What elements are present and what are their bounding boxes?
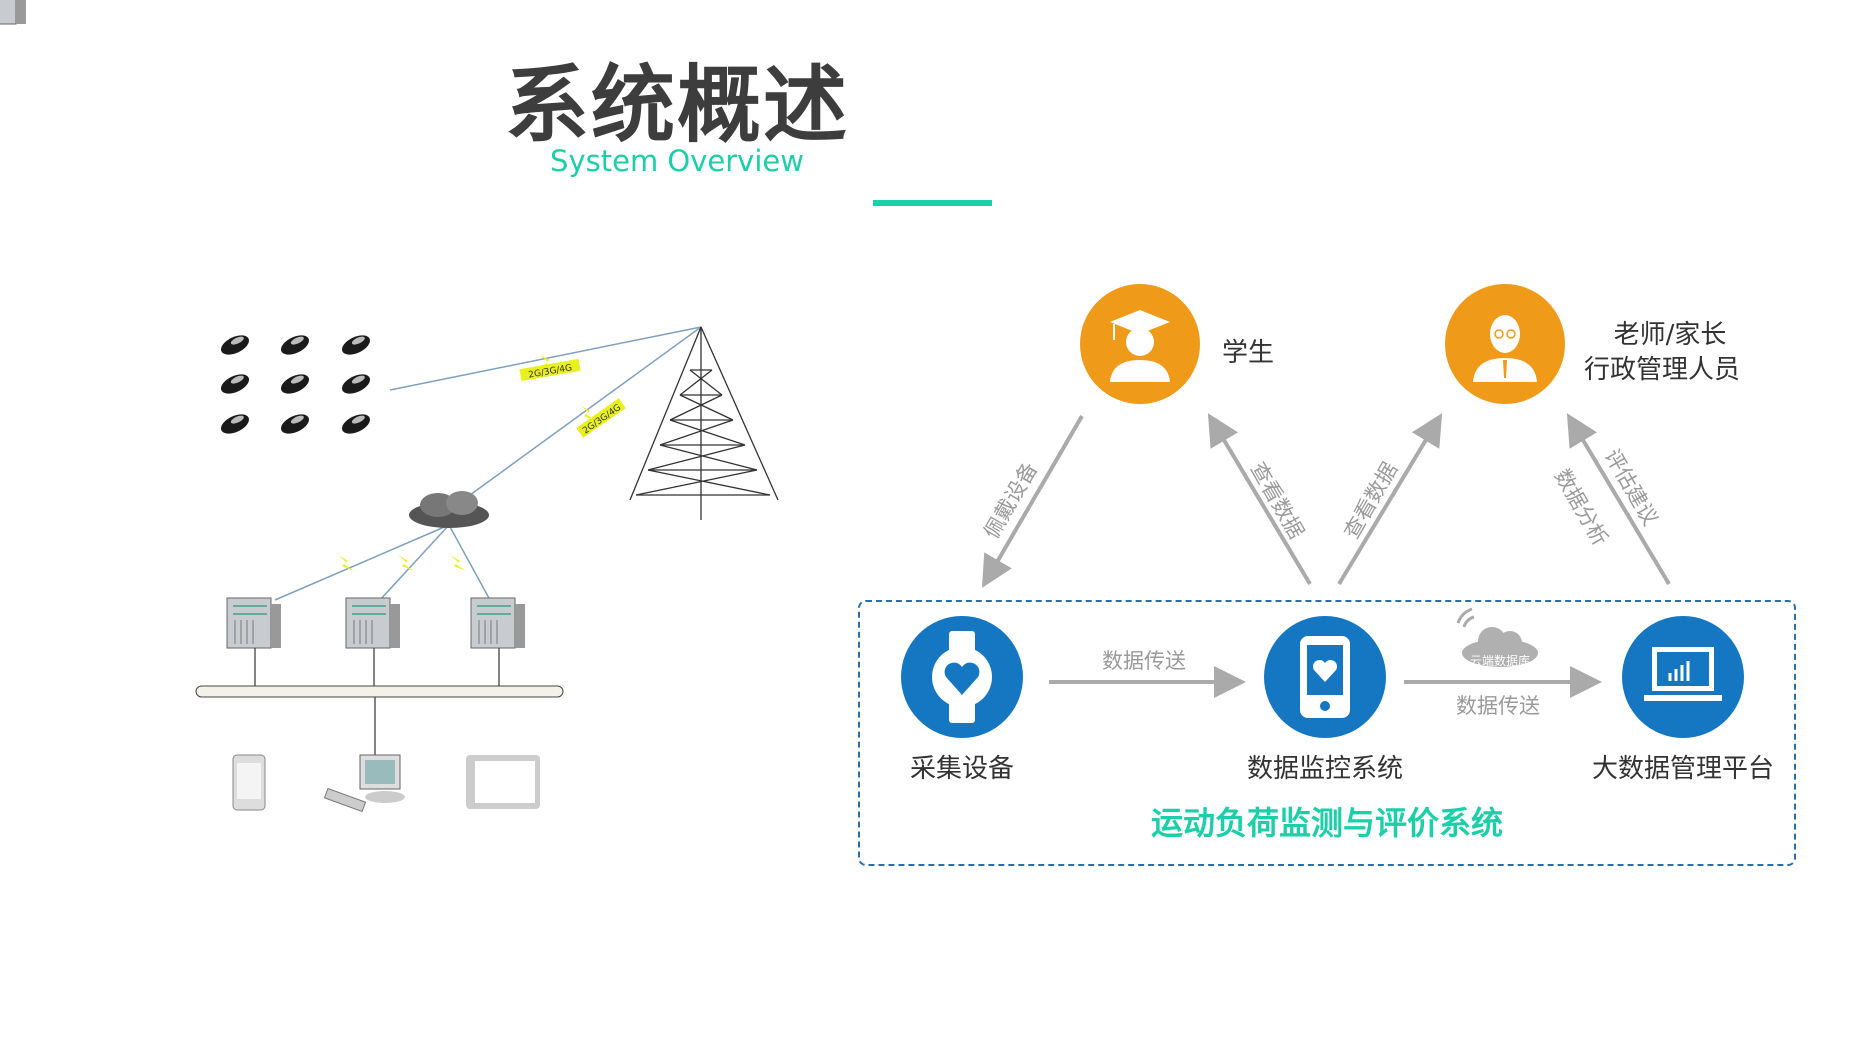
cloud-database-label: 云端数据库 (1469, 654, 1530, 668)
smartwatch-heart-icon (932, 631, 992, 723)
role-label-teacher-line1: 老师/家长 (1613, 320, 1727, 350)
page-title: 系统概述 (504, 55, 849, 154)
cloud-icon (409, 491, 489, 528)
wireless-links (274, 326, 702, 601)
arrow-view-student (1207, 413, 1312, 586)
network-bus (195, 685, 564, 698)
role-label-teacher-line2: 行政管理人员 (1584, 355, 1741, 385)
page-subtitle: System Overview (550, 144, 804, 178)
phone-heart-icon (1300, 636, 1350, 718)
phone-icon (232, 754, 266, 811)
big-data-platform-node (1622, 616, 1744, 738)
laptop-chart-icon (1644, 647, 1722, 701)
node-label-platform: 大数据管理平台 (1591, 754, 1774, 784)
cloud-database-icon (1456, 607, 1538, 667)
collection-device-node (901, 616, 1023, 738)
cell-tower-icon (629, 326, 779, 520)
node-label-collection: 采集设备 (909, 754, 1014, 784)
student-avatar (1080, 284, 1200, 404)
desktop-computer-icon (323, 754, 405, 813)
edge-label-transfer: 数据传送 (1456, 694, 1540, 718)
accent-bar (873, 200, 992, 206)
network-diagram: 2G/3G/4G 2G/3G/4G (0, 0, 779, 813)
server-icon (0, 0, 526, 649)
role-label-student: 学生 (1222, 338, 1275, 368)
tablet-icon (466, 755, 540, 809)
node-label-monitoring: 数据监控系统 (1246, 754, 1403, 784)
teacher-avatar (1445, 284, 1565, 404)
system-boundary (858, 600, 1796, 866)
edge-label-transfer: 数据传送 (1102, 649, 1186, 673)
teacher-icon (1473, 315, 1537, 382)
student-graduate-icon (1110, 310, 1170, 382)
arrow-view-teacher (1337, 413, 1443, 586)
monitoring-system-node (1264, 616, 1386, 738)
arrow-wear (981, 414, 1084, 588)
system-name: 运动负荷监测与评价系统 (1150, 804, 1503, 842)
arrow-analysis (1566, 413, 1671, 586)
